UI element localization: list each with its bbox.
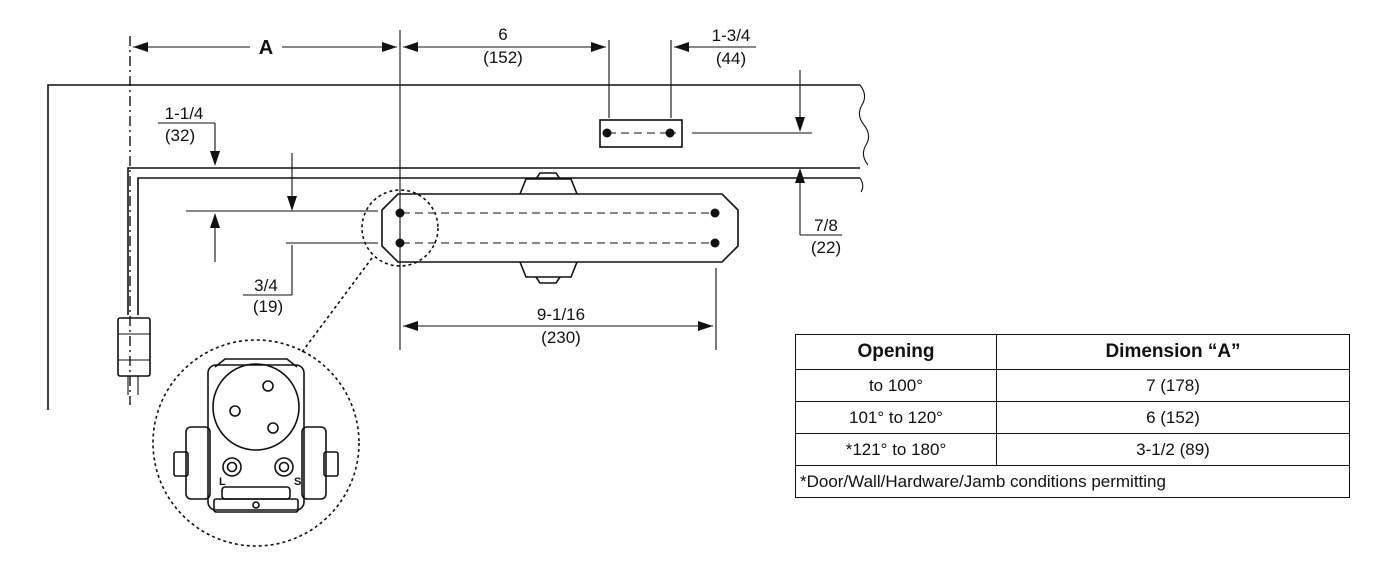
table-row: 101° to 120° 6 (152) — [795, 401, 1350, 434]
right-vertical-arrows — [795, 70, 842, 236]
dim-1-1-4-in: 1-1/4 — [165, 104, 204, 123]
dim-7-8-mm: (22) — [811, 238, 841, 257]
dimension-table: Opening Dimension “A” to 100° 7 (178) 10… — [795, 334, 1350, 498]
dim-3-4-mm: (19) — [253, 297, 283, 316]
dimension-9-1-16: 9-1/16 (230) — [403, 305, 713, 347]
valve-s-label: S — [294, 476, 301, 488]
dimension-7-8: 7/8 (22) — [811, 216, 841, 257]
dim-1-3-4-in: 1-3/4 — [712, 26, 751, 45]
dim-9-1-16-in: 9-1/16 — [537, 305, 585, 324]
dim-1-3-4-mm: (44) — [716, 49, 746, 68]
dimension-a: A — [133, 37, 397, 59]
table-row: *121° to 180° 3-1/2 (89) — [795, 433, 1350, 466]
dimension-3-4: 3/4 (19) — [210, 153, 297, 316]
dimension-a-label: A — [259, 37, 273, 59]
dim-6-mm: (152) — [483, 48, 523, 67]
header-dimension-a: Dimension “A” — [996, 334, 1350, 370]
row-dimension: 3-1/2 (89) — [996, 433, 1350, 466]
row-opening: 101° to 120° — [795, 401, 997, 434]
table-row: to 100° 7 (178) — [795, 369, 1350, 402]
arm-shoe — [599, 119, 683, 148]
extension-lines — [186, 30, 812, 350]
header-opening: Opening — [795, 334, 997, 370]
dim-1-1-4-mm: (32) — [165, 126, 195, 145]
row-opening: *121° to 180° — [795, 433, 997, 466]
dim-3-4-in: 3/4 — [254, 276, 278, 295]
row-opening: to 100° — [795, 369, 997, 402]
closer-body-outline — [301, 172, 739, 353]
dimension-1-3-4: 1-3/4 (44) — [674, 26, 756, 68]
dimension-6: 6 (152) — [403, 25, 606, 67]
hinge — [117, 36, 151, 405]
row-dimension: 7 (178) — [996, 369, 1350, 402]
dim-7-8-in: 7/8 — [814, 216, 838, 235]
door-frame — [47, 84, 870, 410]
row-dimension: 6 (152) — [996, 401, 1350, 434]
table-footnote-row: *Door/Wall/Hardware/Jamb conditions perm… — [795, 465, 1350, 498]
table-footnote: *Door/Wall/Hardware/Jamb conditions perm… — [795, 465, 1350, 498]
closer-detail-view: L S — [152, 339, 360, 547]
dim-6-in: 6 — [498, 25, 507, 44]
dimension-1-1-4: 1-1/4 (32) — [158, 104, 220, 166]
valve-l-label: L — [219, 476, 226, 488]
table-header-row: Opening Dimension “A” — [795, 334, 1350, 370]
dim-9-1-16-mm: (230) — [541, 328, 581, 347]
